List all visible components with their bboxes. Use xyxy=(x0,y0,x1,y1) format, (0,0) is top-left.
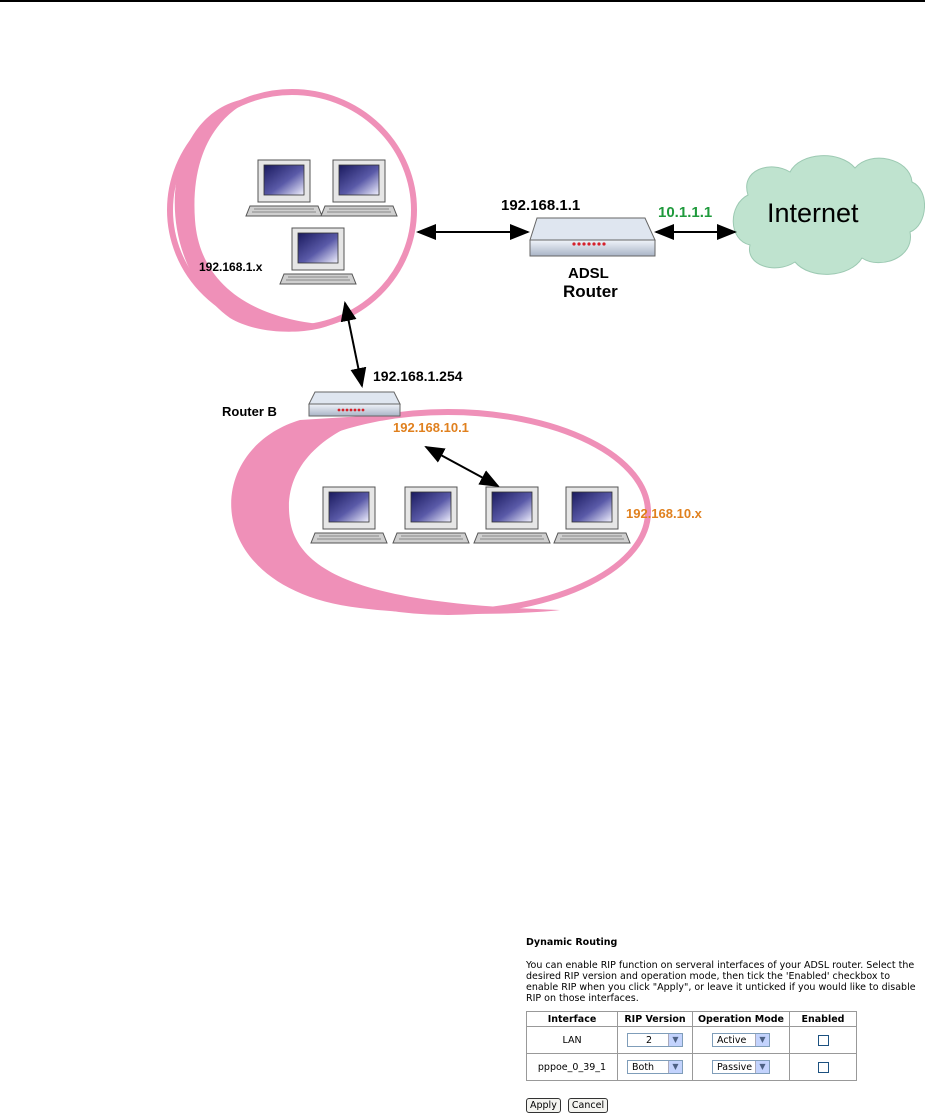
select-value: 2 xyxy=(646,1035,653,1046)
table-row: pppoe_0_39_1 Both ▼ Passive ▼ xyxy=(526,1053,857,1081)
laptop-icon xyxy=(320,159,398,217)
rip-version-select[interactable]: Both ▼ xyxy=(627,1060,683,1074)
column-header: RIP Version xyxy=(617,1011,693,1027)
column-header: Operation Mode xyxy=(692,1011,790,1027)
table-header-row: Interface RIP Version Operation Mode Ena… xyxy=(526,1011,857,1027)
chevron-down-icon: ▼ xyxy=(668,1061,682,1073)
router-b-lan-ip-label: 192.168.10.1 xyxy=(393,420,469,435)
operation-mode-select[interactable]: Passive ▼ xyxy=(712,1060,770,1074)
internet-label: Internet xyxy=(767,198,859,228)
lan-hosts-label: 192.168.1.x xyxy=(199,260,263,274)
select-value: Passive xyxy=(717,1062,753,1073)
rip-version-select[interactable]: 2 ▼ xyxy=(627,1033,683,1047)
lan-b-ring xyxy=(231,409,651,615)
enabled-checkbox[interactable] xyxy=(817,1061,829,1073)
laptop-icon xyxy=(473,486,551,544)
page-top-rule xyxy=(0,0,925,2)
column-header: Enabled xyxy=(789,1011,857,1027)
operation-mode-cell: Active ▼ xyxy=(692,1026,790,1054)
enabled-cell xyxy=(789,1053,857,1081)
router-b-ip-label: 192.168.1.254 xyxy=(373,368,463,384)
internet-cloud-icon xyxy=(732,155,925,275)
select-value: Both xyxy=(632,1062,655,1073)
link-arrow xyxy=(424,446,500,487)
panel-title: Dynamic Routing xyxy=(526,937,618,948)
laptop-icon xyxy=(279,227,357,285)
interface-cell: pppoe_0_39_1 xyxy=(526,1053,618,1081)
dynamic-routing-panel: Dynamic Routing You can enable RIP funct… xyxy=(526,937,921,1113)
chevron-down-icon: ▼ xyxy=(755,1034,769,1046)
router-lan-ip-label: 192.168.1.1 xyxy=(501,197,580,214)
laptop-icon xyxy=(245,159,323,217)
router-b-icon xyxy=(308,391,401,417)
laptop-icon xyxy=(310,486,388,544)
column-header: Interface xyxy=(526,1011,618,1027)
interface-cell: LAN xyxy=(526,1026,618,1054)
select-value: Active xyxy=(717,1035,747,1046)
wan-ip-label: 10.1.1.1 xyxy=(658,204,712,221)
laptop-icon xyxy=(392,486,470,544)
router-b-label: Router B xyxy=(222,404,277,419)
link-arrow xyxy=(340,301,367,388)
lan-a-ring xyxy=(167,89,417,332)
enabled-checkbox[interactable] xyxy=(817,1034,829,1046)
router-label: Router xyxy=(563,282,618,301)
operation-mode-cell: Passive ▼ xyxy=(692,1053,790,1081)
panel-description: You can enable RIP function on serveral … xyxy=(526,960,916,1004)
adsl-label: ADSL xyxy=(568,265,609,282)
button-bar: Apply Cancel xyxy=(526,1093,921,1113)
rip-version-cell: 2 ▼ xyxy=(617,1026,693,1054)
network-diagram: 192.168.1.1 10.1.1.1 Internet 192.168.1.… xyxy=(167,89,925,615)
rip-version-cell: Both ▼ xyxy=(617,1053,693,1081)
table-row: LAN 2 ▼ Active ▼ xyxy=(526,1026,857,1054)
apply-button[interactable]: Apply xyxy=(526,1098,561,1113)
rip-table: Interface RIP Version Operation Mode Ena… xyxy=(526,1011,857,1081)
chevron-down-icon: ▼ xyxy=(755,1061,769,1073)
cancel-button[interactable]: Cancel xyxy=(567,1098,609,1113)
lan-b-hosts-label: 192.168.10.x xyxy=(626,506,703,521)
adsl-router-icon xyxy=(529,217,656,257)
laptop-icon xyxy=(553,486,631,544)
operation-mode-select[interactable]: Active ▼ xyxy=(712,1033,770,1047)
enabled-cell xyxy=(789,1026,857,1054)
chevron-down-icon: ▼ xyxy=(668,1034,682,1046)
